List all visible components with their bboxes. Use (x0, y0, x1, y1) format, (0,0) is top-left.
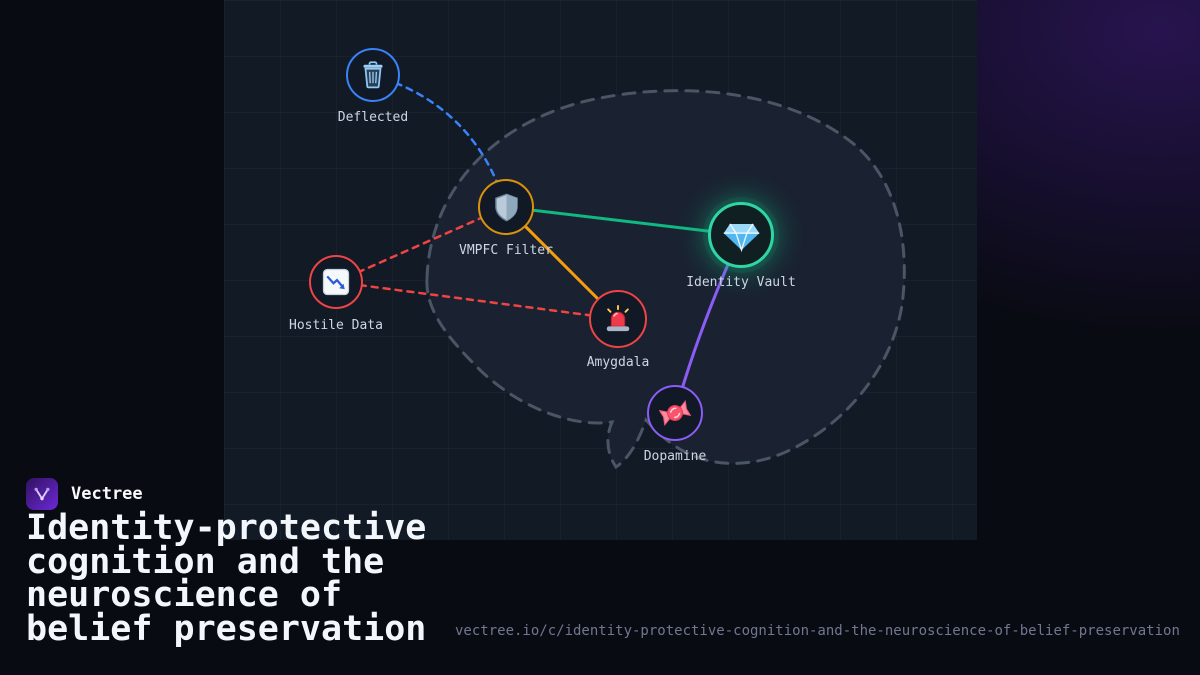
node-label-hostile-data: Hostile Data (289, 318, 383, 333)
brand-row: Vectree (26, 478, 143, 510)
vectree-logo (26, 478, 58, 510)
chart-down-icon (322, 268, 350, 296)
candy-icon (659, 400, 691, 426)
page-title: Identity-protective cognition and the ne… (26, 508, 427, 649)
node-identity-vault[interactable] (708, 202, 774, 268)
node-label-dopamine: Dopamine (643, 449, 707, 464)
trash-icon (363, 61, 383, 89)
canonical-url: vectree.io/c/identity-protective-cogniti… (455, 623, 1180, 639)
node-label-identity-vault: Identity Vault (686, 275, 796, 290)
title-line-2: cognition and the (26, 541, 385, 582)
node-hostile-data[interactable] (309, 255, 363, 309)
title-line-4: belief preservation (26, 608, 427, 649)
gem-icon (723, 223, 759, 252)
brand-name: Vectree (71, 484, 143, 504)
node-deflected[interactable] (346, 48, 400, 102)
node-vmpfc-filter[interactable] (478, 179, 534, 235)
vectree-logo-icon (34, 487, 50, 501)
node-amygdala[interactable] (589, 290, 647, 348)
title-line-3: neuroscience of (26, 575, 343, 615)
node-dopamine[interactable] (647, 385, 703, 441)
node-label-deflected: Deflected (337, 110, 409, 125)
shield-icon (494, 193, 518, 221)
node-label-vmpfc-filter: VMPFC Filter (459, 243, 553, 258)
node-label-amygdala: Amygdala (586, 355, 650, 370)
siren-icon (606, 305, 630, 332)
title-line-1: Identity-protective (26, 508, 427, 548)
